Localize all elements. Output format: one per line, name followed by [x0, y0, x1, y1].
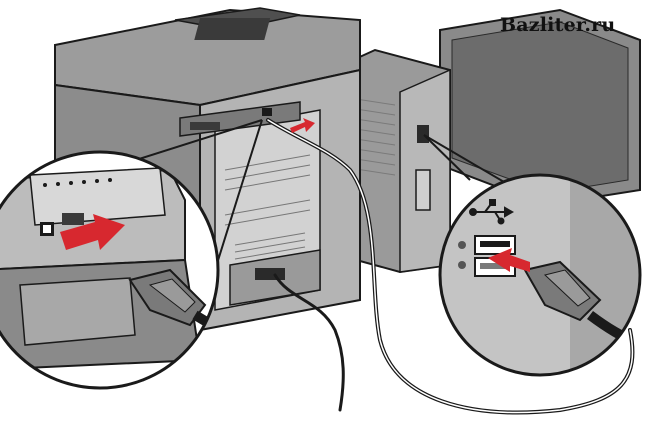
red-arrow-left — [60, 214, 125, 250]
printer-port-zoom — [0, 150, 220, 390]
red-arrow-right — [488, 248, 530, 272]
computer-port-zoom — [438, 173, 642, 377]
red-arrow-small — [290, 118, 315, 133]
usb-icon — [469, 199, 515, 225]
watermark-text: Bazliter.ru — [500, 14, 616, 36]
usb-cable — [266, 118, 635, 415]
